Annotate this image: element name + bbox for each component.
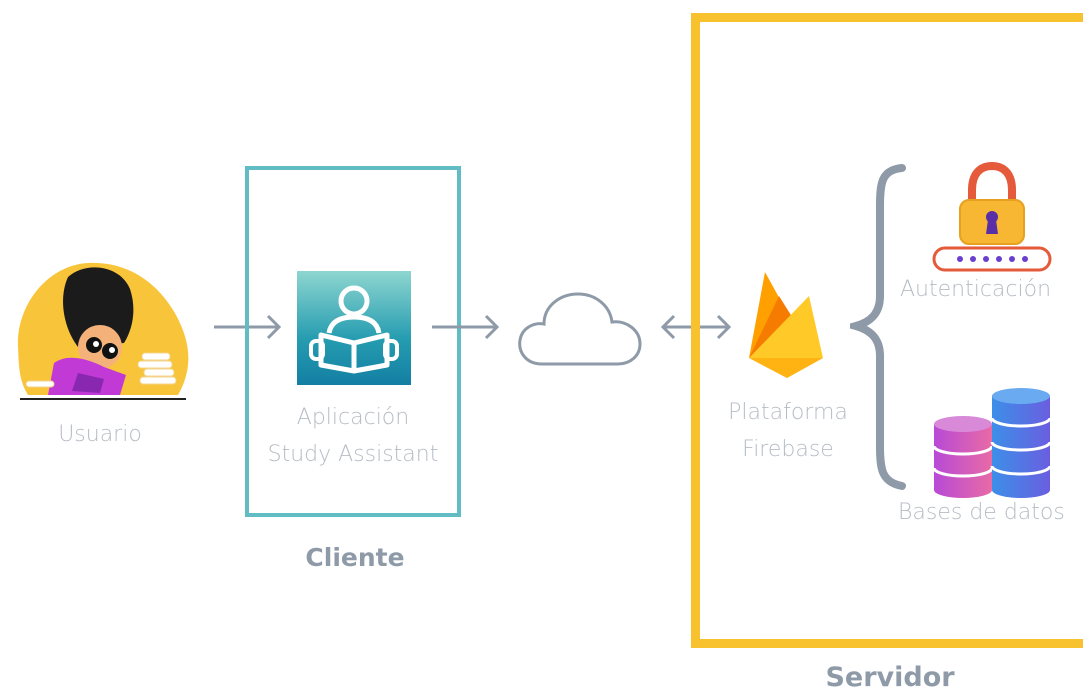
curly-brace [850, 164, 906, 490]
client-box [245, 166, 461, 517]
app-name-line1: Aplicación [296, 405, 410, 430]
server-box [691, 13, 1083, 648]
firebase-icon [749, 272, 823, 378]
database-icon [932, 388, 1052, 498]
db-label: Bases de datos [898, 500, 1065, 525]
server-heading: Servidor [825, 662, 955, 693]
cloud-icon [518, 292, 642, 366]
client-heading: Cliente [305, 543, 405, 572]
padlock-icon [932, 161, 1052, 272]
arrow-app-to-cloud [432, 314, 500, 340]
platform-line2: Firebase [742, 437, 834, 462]
book-reader-app-icon [297, 271, 411, 385]
auth-label: Autenticación [900, 277, 1052, 302]
platform-line1: Plataforma [728, 400, 848, 425]
user-illustration [17, 262, 189, 400]
app-name-line2: Study Assistant [267, 442, 439, 467]
user-label: Usuario [58, 422, 142, 447]
